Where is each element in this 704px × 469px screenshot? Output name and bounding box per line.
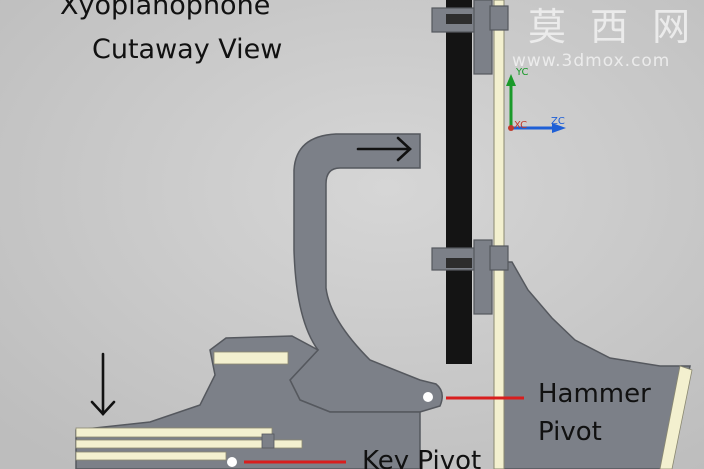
diagram-title-line1: Xyopianophone — [60, 0, 270, 21]
key-pivot-label: Key Pivot — [362, 446, 481, 469]
watermark-chinese: 莫 西 网 — [528, 5, 696, 49]
diagram-title-line2: Cutaway View — [92, 34, 282, 65]
xc-axis-label: XC — [514, 120, 527, 131]
yc-axis-arrowhead — [506, 74, 516, 86]
watermark-url: www.3dmox.com — [512, 51, 670, 71]
arrow-right-icon — [356, 136, 412, 162]
upper-clamp — [431, 0, 509, 75]
vertical-cream-rail — [493, 0, 505, 469]
axis-triad: YC XC ZC — [506, 67, 566, 133]
lower-clamp — [431, 239, 509, 315]
arrow-down-icon — [90, 352, 116, 416]
xc-axis-point — [508, 125, 514, 131]
vertical-black-bar — [446, 0, 472, 364]
hammer-pivot-label-line2: Pivot — [538, 417, 602, 447]
key-pivot-point — [227, 457, 237, 467]
base-frame — [495, 261, 691, 469]
hammer-arm — [289, 133, 443, 413]
base-cream-strip — [659, 365, 693, 469]
hammer-pivot-point — [423, 392, 433, 402]
zc-axis-label: ZC — [551, 116, 565, 127]
hammer-pivot-label-line1: Hammer — [538, 379, 651, 409]
key-cream-strips — [75, 351, 303, 461]
zc-axis-arrowhead — [552, 123, 566, 133]
yc-axis-label: YC — [515, 67, 529, 78]
